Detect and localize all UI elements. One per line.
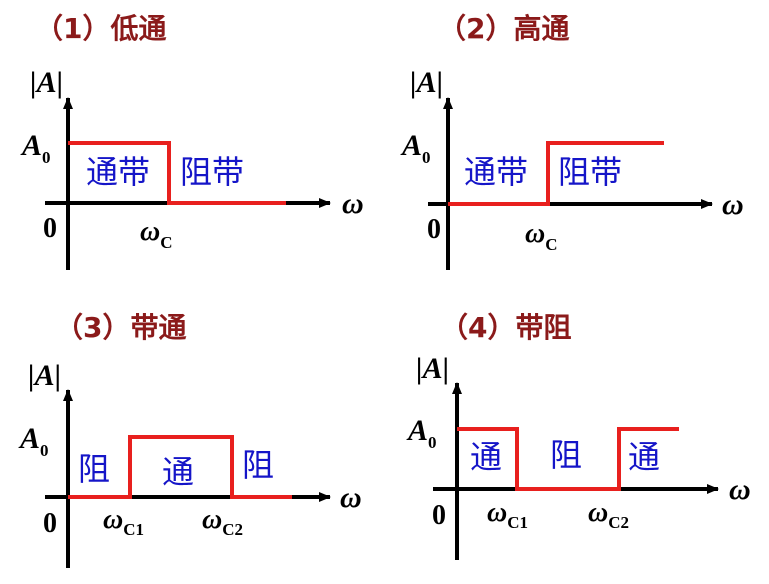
band-label-pass: 通	[162, 453, 194, 491]
amplitude-label: A0	[18, 422, 49, 460]
panel-highpass: （2）高通 |A| A0 ω 0 通带 阻带 ωC	[400, 12, 744, 270]
response-curve	[68, 435, 292, 499]
x-axis-label: ω	[729, 473, 751, 506]
panel-bandstop: （4）带阻 |A| A0 ω 0 通 阻 通 ωC1 ωC2	[406, 311, 751, 560]
band-label-stop: 阻带	[558, 153, 622, 191]
y-axis-label: |A|	[416, 352, 449, 385]
response-curve	[457, 427, 679, 491]
band-label-stop-low: 阻	[78, 450, 110, 488]
panel-bandpass: （3）带通 |A| A0 ω 0 阻 通 阻 ωC1 ωC2	[18, 311, 362, 568]
cutoff-label: ωC	[525, 218, 558, 254]
cutoff-label-1: ωC1	[487, 497, 528, 532]
origin-label: 0	[43, 508, 57, 539]
panel-lowpass: （1）低通 |A| A0 ω 0 通带 阻带 ωC	[20, 12, 364, 270]
x-axis-label: ω	[340, 481, 362, 514]
response-curve	[68, 141, 286, 205]
origin-label: 0	[427, 214, 441, 245]
amplitude-label: A0	[400, 129, 431, 167]
heading-bandpass: （3）带通	[55, 311, 186, 344]
band-label-stop-high: 阻	[242, 446, 274, 484]
x-axis-label: ω	[342, 187, 364, 220]
band-label-pass-low: 通	[470, 438, 502, 476]
amplitude-label: A0	[406, 414, 437, 452]
x-axis-label: ω	[722, 188, 744, 221]
origin-label: 0	[43, 213, 57, 244]
band-label-pass: 通带	[86, 153, 150, 191]
heading-lowpass: （1）低通	[35, 12, 166, 45]
band-label-pass-high: 通	[628, 438, 660, 476]
heading-bandstop: （4）带阻	[440, 311, 571, 344]
band-label-stop: 阻带	[180, 153, 244, 191]
cutoff-label-1: ωC1	[103, 504, 144, 539]
amplitude-label: A0	[20, 129, 51, 167]
heading-highpass: （2）高通	[438, 12, 569, 45]
cutoff-label-2: ωC2	[588, 497, 629, 532]
cutoff-label-2: ωC2	[202, 504, 243, 539]
y-axis-label: |A|	[30, 66, 63, 99]
origin-label: 0	[432, 500, 446, 531]
y-axis-label: |A|	[28, 359, 61, 392]
y-axis-label: |A|	[410, 66, 443, 99]
response-curve	[448, 141, 664, 206]
cutoff-label: ωC	[140, 216, 173, 252]
band-label-stop: 阻	[550, 436, 582, 474]
band-label-pass: 通带	[464, 153, 528, 191]
